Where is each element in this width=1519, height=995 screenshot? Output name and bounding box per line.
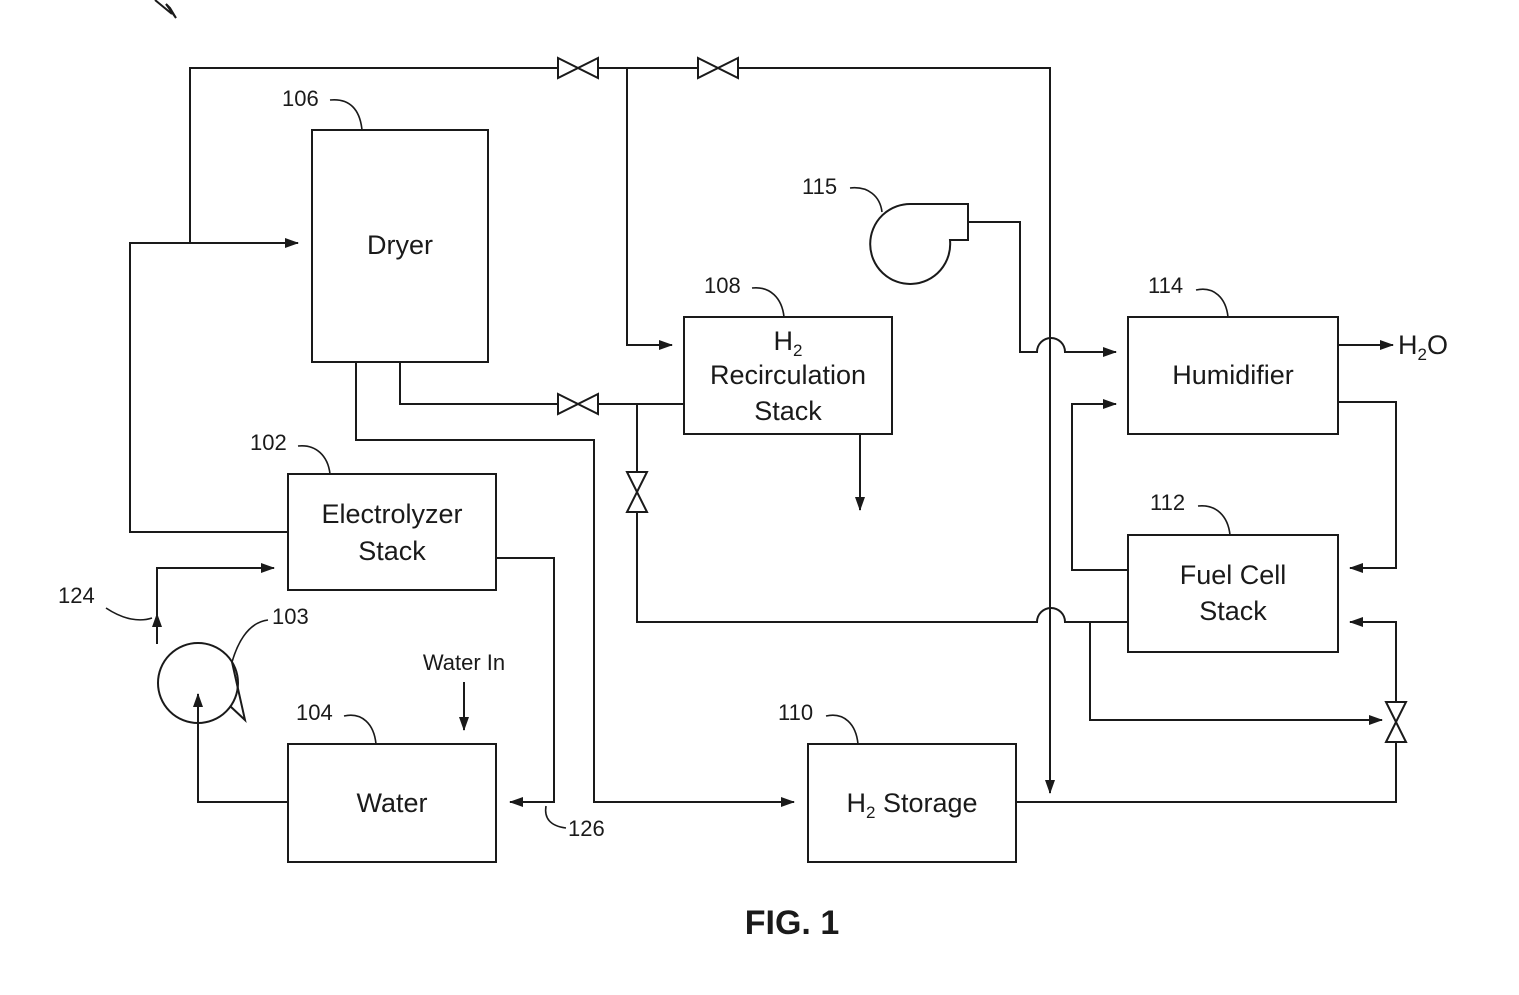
valve-icon[interactable] [558, 58, 598, 78]
valve-icon[interactable] [1386, 702, 1406, 742]
pump-lead-line [232, 620, 268, 662]
ref-124-leader [106, 608, 152, 620]
ref-102: 102 [250, 430, 287, 455]
electrolyzer-to-dryer-line [130, 243, 298, 532]
ref-108: 108 [704, 273, 741, 298]
recirculation-stack-box[interactable]: H2 Recirculation Stack [684, 317, 892, 434]
h2-storage-box[interactable]: H2 Storage [808, 744, 1016, 862]
water-box[interactable]: Water [288, 744, 496, 862]
manifold-to-recirculation-line [627, 68, 672, 345]
electrolyzer-stack-box[interactable]: Electrolyzer Stack [288, 474, 496, 590]
ref-110: 110 [778, 700, 813, 725]
ref-112-leader [1198, 506, 1230, 535]
ref-104: 104 [296, 700, 333, 725]
ref-115: 115 [802, 174, 837, 199]
ref-106: 106 [282, 86, 319, 111]
ref-114: 114 [1148, 273, 1183, 298]
humidifier-label: Humidifier [1172, 360, 1294, 390]
ref-110-leader [826, 715, 858, 744]
valve-icon[interactable] [627, 472, 647, 512]
dryer-label: Dryer [367, 230, 433, 260]
ref-126: 126 [568, 816, 605, 841]
fuelcell-to-humidifier-line [1072, 404, 1128, 570]
electrolyzer-to-water-line [496, 558, 554, 802]
fuel-cell-stack-box[interactable]: Fuel Cell Stack [1128, 535, 1338, 652]
ref-124: 124 [58, 583, 95, 608]
electrolyzer-label-line1: Electrolyzer [321, 499, 462, 529]
blower-icon[interactable] [870, 204, 968, 284]
ref-106-leader [330, 100, 362, 130]
humidifier-to-fuelcell-line [1338, 402, 1396, 568]
humidifier-box[interactable]: Humidifier [1128, 317, 1338, 434]
water-in-label: Water In [423, 650, 505, 675]
blower-to-humidifier-line [968, 222, 1116, 352]
ref-114-leader [1196, 289, 1228, 317]
figure-caption: FIG. 1 [745, 904, 839, 942]
electrolyzer-label-line2: Stack [358, 536, 426, 566]
recirculation-label-line3: Stack [754, 396, 822, 426]
fuelcell-to-recirculation-return-line [637, 404, 1128, 622]
dryer-box[interactable]: Dryer [312, 130, 488, 362]
recirculation-label-line2: Recirculation [710, 360, 866, 390]
ref-126-leader [546, 806, 566, 828]
water-label: Water [356, 788, 427, 818]
dryer-to-recirculation-line [400, 362, 684, 404]
valve-icon[interactable] [558, 394, 598, 414]
ref-108-leader [752, 288, 784, 317]
ref-104-leader [344, 715, 376, 744]
ref-103: 103 [272, 604, 309, 629]
ref-102-leader [298, 446, 330, 474]
ref-112: 112 [1150, 490, 1185, 515]
valve-icon[interactable] [698, 58, 738, 78]
fuelcell-label-line1: Fuel Cell [1180, 560, 1287, 590]
ref-115-leader [850, 188, 882, 212]
pump-to-electrolyzer-line [157, 568, 274, 644]
fuelcell-label-line2: Stack [1199, 596, 1267, 626]
h2o-output-label: H2O [1398, 330, 1448, 364]
pump-icon[interactable] [158, 643, 245, 723]
corner-pointer-mark [155, 0, 176, 18]
